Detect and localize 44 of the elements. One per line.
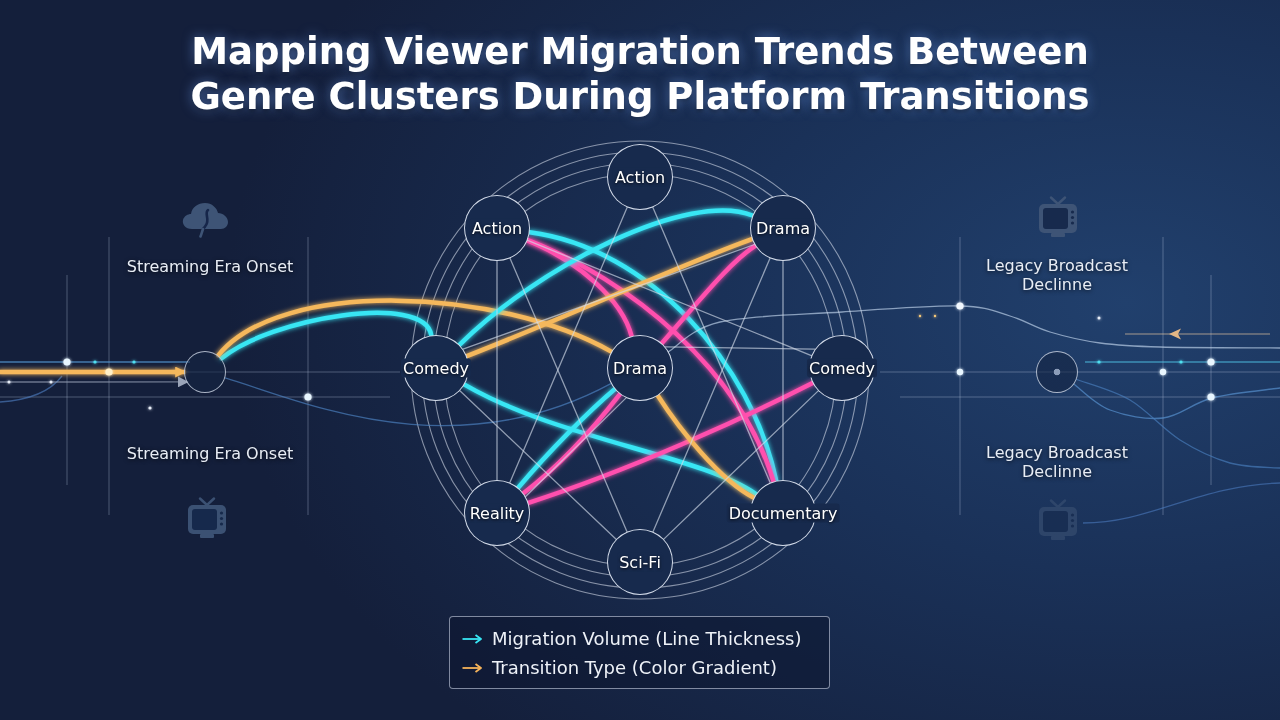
circle-node — [750, 195, 816, 261]
legend-text: Migration Volume (Line Thickness) — [492, 627, 802, 650]
connector-line — [663, 390, 819, 540]
connector-line — [652, 206, 771, 484]
circle-node — [184, 351, 226, 393]
title: Mapping Viewer Migration Trends Between Genre Clusters During Platform Transitions — [189, 29, 1091, 119]
flow-curve — [515, 386, 617, 490]
node-label: Documentary — [726, 503, 840, 523]
connector-line — [667, 305, 1280, 353]
connector-line — [496, 260, 498, 481]
arrow — [0, 366, 187, 378]
caption-text: Legacy Broadcast Declinne — [985, 256, 1129, 294]
connector-line — [509, 257, 628, 533]
flow-curve — [655, 393, 757, 500]
circle-node — [403, 335, 469, 401]
caption-text: Streaming Era Onset — [126, 443, 294, 463]
connector-line — [509, 206, 628, 484]
flow-curve — [659, 243, 758, 346]
connector-line — [224, 377, 612, 427]
flow-curve — [218, 310, 434, 361]
circle-node — [607, 335, 673, 401]
circle-node — [464, 480, 530, 546]
node-label: Comedy — [401, 358, 471, 378]
flow-curve — [215, 298, 614, 358]
flow-curve — [457, 208, 755, 348]
circle-node — [607, 144, 673, 210]
caption-text: Legacy Broadcast Declinne — [985, 443, 1129, 481]
connector-line — [664, 346, 816, 350]
caption-text: Streaming Era Onset — [126, 256, 294, 276]
legend-text: Transition Type (Color Gradient) — [492, 656, 777, 679]
flow-curve — [526, 380, 815, 506]
arrow — [0, 376, 189, 388]
node-label: Comedy — [807, 358, 877, 378]
connector-line — [526, 239, 813, 357]
circle-node — [1036, 351, 1078, 393]
connector-line — [1075, 378, 1280, 469]
circle-node — [607, 529, 673, 595]
flow-curve — [462, 382, 759, 497]
connector-line — [652, 257, 771, 533]
connector-line — [459, 390, 617, 540]
connector-line — [1073, 383, 1280, 420]
circle-node — [464, 195, 530, 261]
circle-node — [809, 335, 875, 401]
connector-line — [782, 260, 784, 481]
